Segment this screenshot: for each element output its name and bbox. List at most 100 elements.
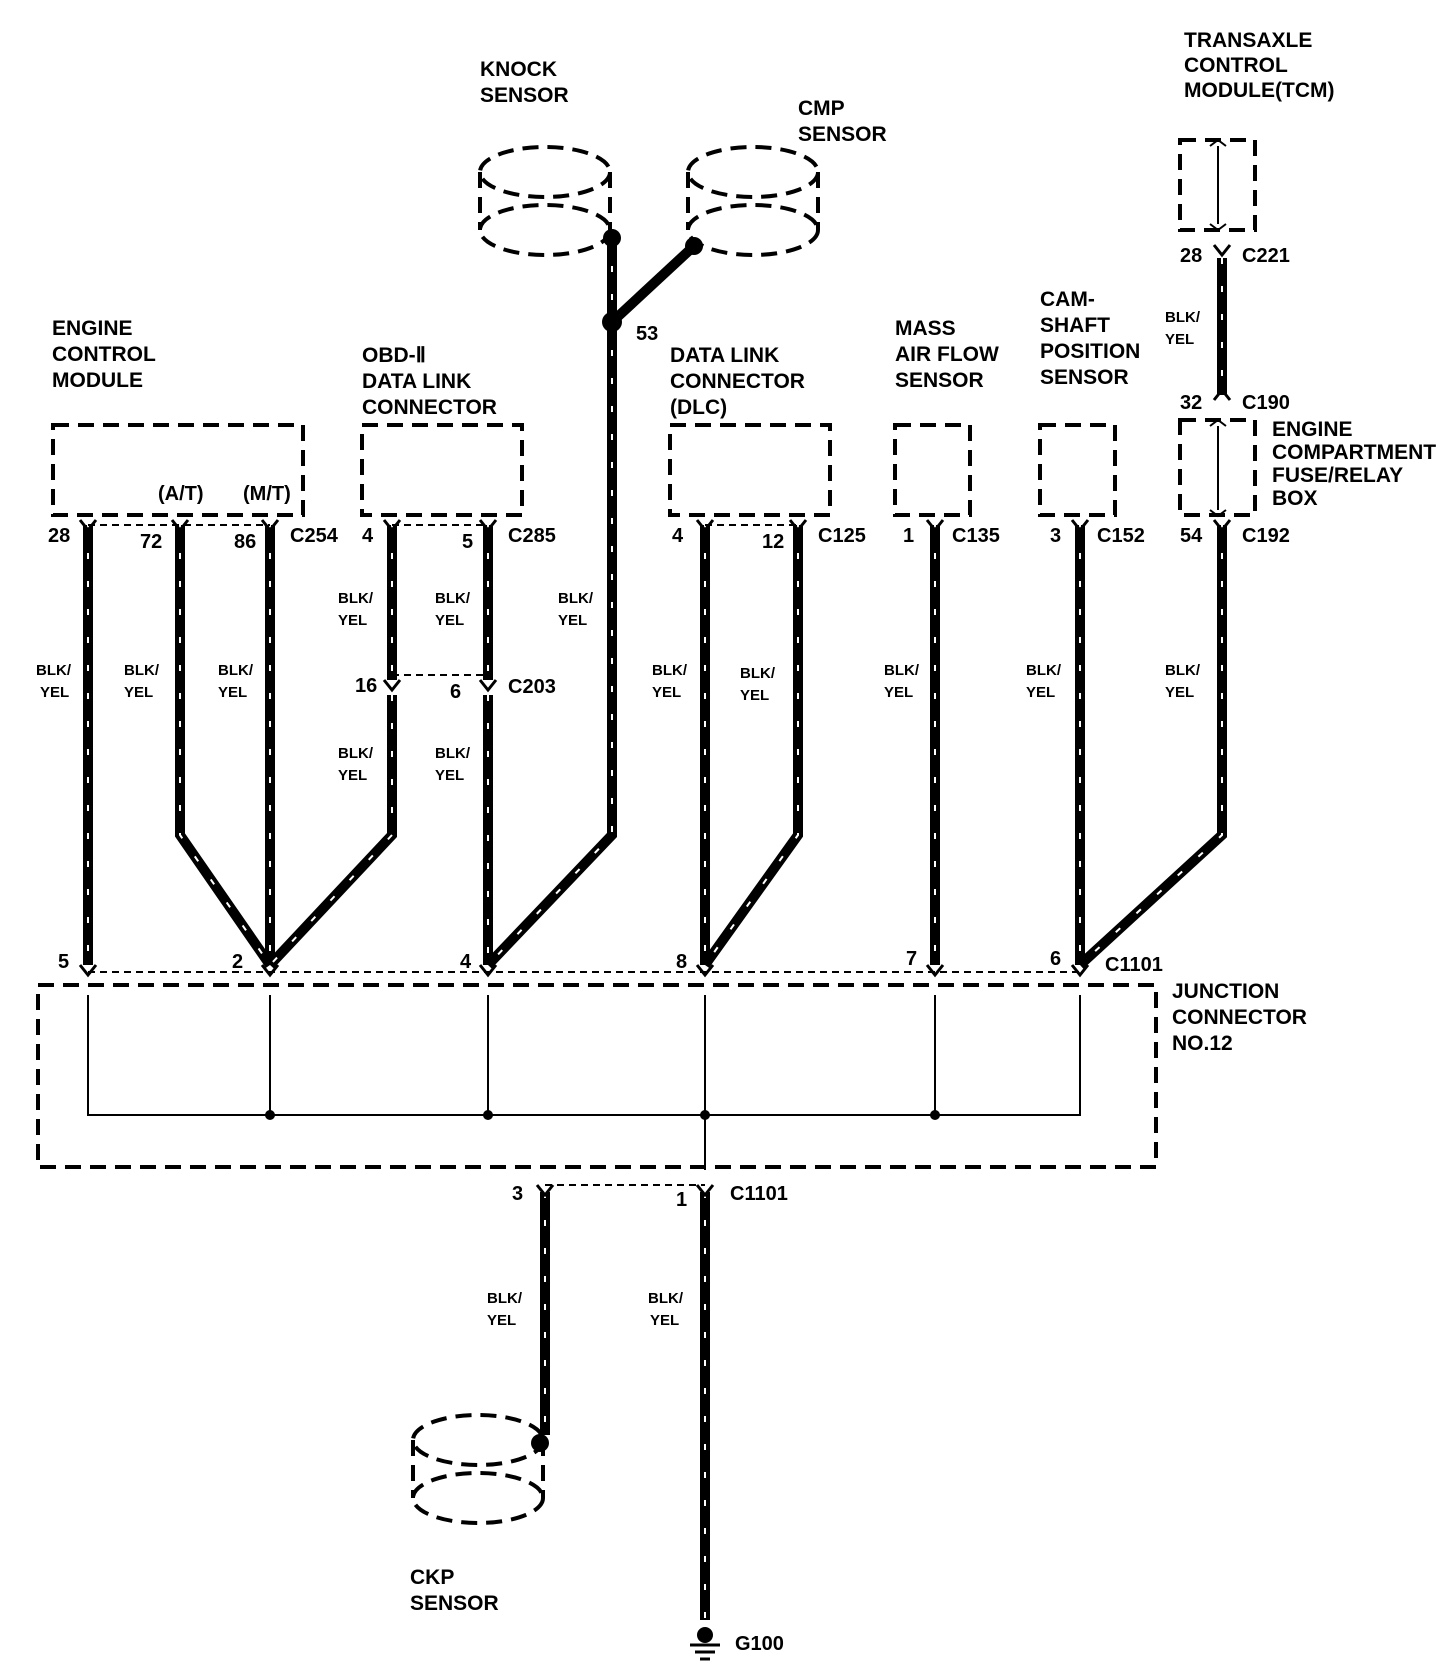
maf-label-1: MASS [895, 317, 956, 340]
pin-junction-1: 1 [676, 1189, 687, 1211]
junction-label-1: JUNCTION [1172, 980, 1279, 1003]
wire-color-label: YEL [218, 684, 247, 701]
fuse-box-label-2: COMPARTMENT [1272, 441, 1436, 464]
junction-label-2: CONNECTOR [1172, 1006, 1307, 1029]
connector-spans [88, 524, 1080, 1186]
ecm-label-3: MODULE [52, 369, 143, 392]
ecm-label-2: CONTROL [52, 343, 156, 366]
wire-color-label: YEL [1026, 684, 1055, 701]
obd-label-2: DATA LINK [362, 370, 471, 393]
camshaft-label-2: SHAFT [1040, 314, 1110, 337]
wire-color-label: YEL [650, 1312, 679, 1329]
knock-sensor-label-2: SENSOR [480, 84, 569, 107]
ground-icon [690, 1627, 720, 1661]
connector-c1101-top: C1101 [1105, 954, 1163, 976]
cmp-sensor-icon [686, 145, 820, 257]
wire-color-label: YEL [435, 767, 464, 784]
pin-dlc-12: 12 [762, 531, 784, 553]
connector-c192: C192 [1242, 525, 1290, 547]
pin-junction-3: 3 [512, 1183, 523, 1205]
wire-color-label: BLK/ [1165, 662, 1201, 679]
pin-c203-16: 16 [355, 675, 377, 697]
camshaft-sensor-box [1038, 423, 1117, 517]
ckp-sensor-label-2: SENSOR [410, 1592, 499, 1615]
wire-color-label: YEL [884, 684, 913, 701]
tcm-label-2: CONTROL [1184, 54, 1288, 77]
ecm-at-label: (A/T) [158, 483, 204, 505]
pin-junction-5: 5 [58, 951, 69, 973]
wire-color-label: YEL [1165, 684, 1194, 701]
pin-ecm-72: 72 [140, 531, 162, 553]
wire-color-label: BLK/ [1165, 309, 1201, 326]
tcm-internal-arrow [1209, 138, 1227, 232]
connector-chevrons [78, 244, 1232, 1198]
pin-obd-4: 4 [362, 525, 374, 547]
obd-label-1: OBD-Ⅱ [362, 344, 426, 367]
dlc-label-1: DATA LINK [670, 344, 779, 367]
wire-color-label: BLK/ [218, 662, 254, 679]
wire-color-label: BLK/ [648, 1290, 684, 1307]
knock-sensor-icon [478, 145, 612, 257]
connector-c152: C152 [1097, 525, 1145, 547]
pin-maf-1: 1 [903, 525, 914, 547]
connector-c221: C221 [1242, 245, 1290, 267]
pin-junction-4: 4 [460, 951, 472, 973]
fuse-box-internal-arrow [1209, 418, 1227, 518]
tcm-label-3: MODULE(TCM) [1184, 79, 1334, 102]
wire-color-label: BLK/ [36, 662, 72, 679]
pin-tcm-28: 28 [1180, 245, 1202, 267]
dlc-label-2: CONNECTOR [670, 370, 805, 393]
pin-ecm-28: 28 [48, 525, 70, 547]
pin-junction-7: 7 [906, 948, 917, 970]
wire-color-label: BLK/ [338, 745, 374, 762]
wire-color-label: YEL [338, 612, 367, 629]
maf-label-3: SENSOR [895, 369, 984, 392]
wire-color-label: BLK/ [435, 590, 471, 607]
obd-connector-box [360, 423, 524, 517]
pin-cam-3: 3 [1050, 525, 1061, 547]
wire-color-label: YEL [124, 684, 153, 701]
wire-color-label: YEL [740, 687, 769, 704]
pin-junction-2: 2 [232, 951, 243, 973]
wire-color-label: BLK/ [740, 665, 776, 682]
cmp-sensor-label-1: CMP [798, 97, 845, 120]
junction-connector-box [36, 983, 1158, 1169]
wire-color-label: BLK/ [652, 662, 688, 679]
fuse-box-label-3: FUSE/RELAY [1272, 464, 1403, 487]
connector-c254: C254 [290, 525, 339, 547]
wire-color-label: YEL [558, 612, 587, 629]
ckp-sensor-icon [411, 1413, 545, 1525]
wire-color-label: BLK/ [435, 745, 471, 762]
wire-color-label: BLK/ [558, 590, 594, 607]
dlc-label-3: (DLC) [670, 396, 727, 419]
wire-color-label: BLK/ [338, 590, 374, 607]
pin-splice-53: 53 [636, 323, 658, 345]
connector-c285: C285 [508, 525, 556, 547]
wire-color-label: YEL [487, 1312, 516, 1329]
dlc-box [668, 423, 832, 517]
camshaft-label-4: SENSOR [1040, 366, 1129, 389]
wire-color-label: YEL [1165, 331, 1194, 348]
wire-color-label: BLK/ [124, 662, 160, 679]
wire-color-label: YEL [338, 767, 367, 784]
connector-c203: C203 [508, 676, 556, 698]
ecm-mt-label: (M/T) [243, 483, 291, 505]
wire-color-labels: BLK/ YEL BLK/ YEL BLK/ YEL BLK/ YEL BLK/… [36, 309, 1201, 1329]
pin-fuse-54: 54 [1180, 525, 1203, 547]
ckp-sensor-label-1: CKP [410, 1566, 454, 1589]
wire-color-label: BLK/ [487, 1290, 523, 1307]
ground-label: G100 [735, 1633, 784, 1655]
pin-junction-6: 6 [1050, 948, 1061, 970]
camshaft-label-3: POSITION [1040, 340, 1140, 363]
pin-dlc-4: 4 [672, 525, 684, 547]
splice-points [531, 229, 703, 1452]
connector-c1101-bottom: C1101 [730, 1183, 788, 1205]
pin-ecm-86: 86 [234, 531, 256, 553]
connector-c135: C135 [952, 525, 1000, 547]
wire-color-label: BLK/ [1026, 662, 1062, 679]
obd-label-3: CONNECTOR [362, 396, 497, 419]
pin-obd-5: 5 [462, 531, 473, 553]
junction-label-3: NO.12 [1172, 1032, 1233, 1055]
wire-color-label: YEL [40, 684, 69, 701]
knock-sensor-label-1: KNOCK [480, 58, 557, 81]
